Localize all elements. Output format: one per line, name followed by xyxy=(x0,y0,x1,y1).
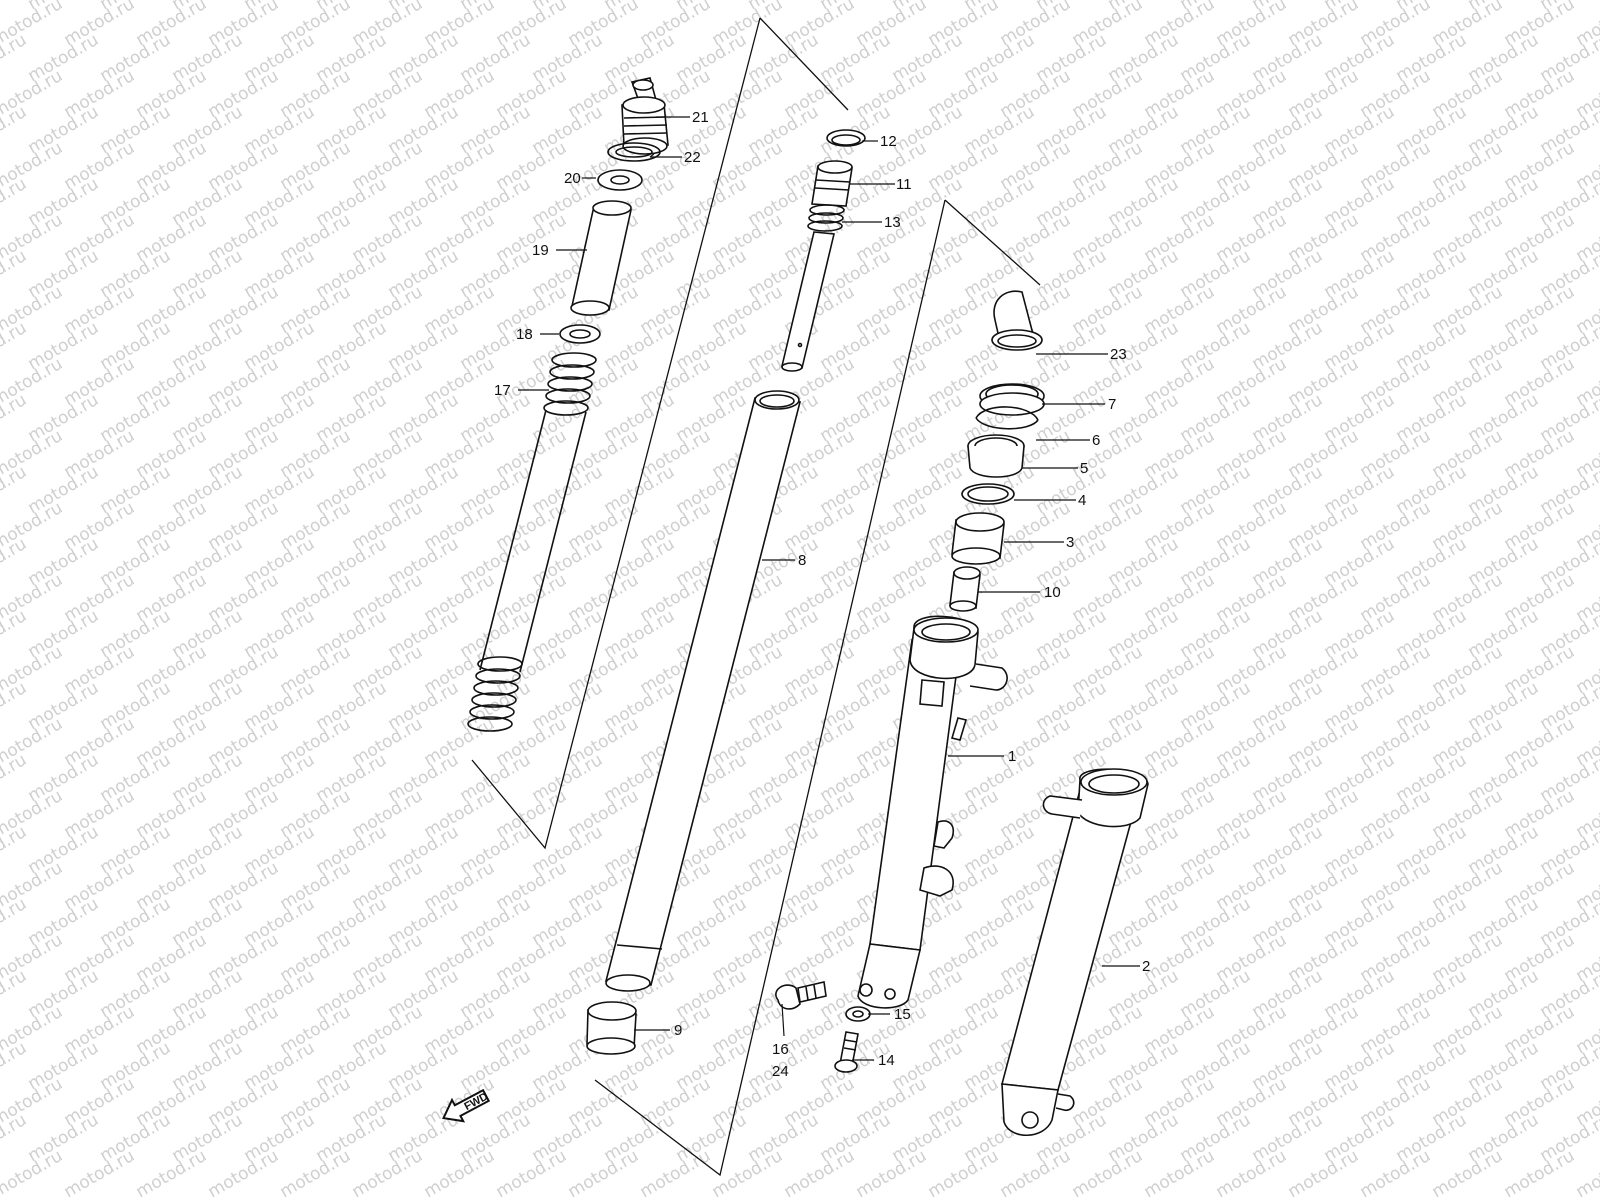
part-19-spacer xyxy=(571,201,631,315)
callout-7: 7 xyxy=(1108,396,1116,413)
part-23-dust-seal xyxy=(992,291,1042,350)
callout-10: 10 xyxy=(1044,584,1061,601)
watermark-text: motod.ru xyxy=(0,390,30,446)
callout-19: 19 xyxy=(532,242,549,259)
callout-17: 17 xyxy=(494,382,511,399)
callout-5: 5 xyxy=(1080,460,1088,477)
callout-18: 18 xyxy=(516,326,533,343)
part-1-outer-tube-right xyxy=(858,616,1007,1008)
watermark-text: motod.ru xyxy=(0,174,30,230)
part-18-washer xyxy=(560,325,600,343)
callout-2: 2 xyxy=(1142,958,1150,975)
part-damper-rod xyxy=(782,232,834,371)
callout-6: 6 xyxy=(1092,432,1100,449)
callout-1: 1 xyxy=(1008,748,1016,765)
callout-8: 8 xyxy=(798,552,806,569)
part-21-cap-bolt xyxy=(622,78,668,154)
part-3-guide-bushing xyxy=(952,513,1004,564)
callout-13: 13 xyxy=(884,214,901,231)
watermark-text: motod.ru xyxy=(0,894,30,950)
part-7-stopper-ring xyxy=(980,384,1044,415)
callout-labels: 21 22 20 19 18 17 12 11 13 8 9 23 7 6 5 … xyxy=(494,109,1150,1080)
watermark-text: motod.ru xyxy=(0,966,30,1022)
callout-16: 16 xyxy=(772,1041,789,1058)
watermark-text: motod.ru xyxy=(0,750,30,806)
watermark-text: motod.ru xyxy=(0,462,30,518)
part-10-oil-lock-piece xyxy=(950,567,980,611)
watermark-text: motod.ru xyxy=(0,606,30,662)
part-6-clip xyxy=(976,407,1038,429)
watermark-text: motod.ru xyxy=(1573,1146,1600,1200)
group-outline-right xyxy=(594,199,1041,1177)
watermark-text: motod.ru xyxy=(0,678,30,734)
watermark-text: motod.ru xyxy=(0,246,30,302)
part-9-bushing xyxy=(587,1002,636,1054)
callout-9: 9 xyxy=(674,1022,682,1039)
part-2-outer-tube-left xyxy=(1002,769,1148,1135)
callout-12: 12 xyxy=(880,133,897,150)
part-12-ring xyxy=(827,130,865,146)
callout-23: 23 xyxy=(1110,346,1127,363)
part-16-bolt xyxy=(776,982,826,1009)
watermark-text: motod.ru xyxy=(0,1038,30,1094)
watermark-text: motod.ru xyxy=(0,534,30,590)
watermark-text: motod.ru xyxy=(0,318,30,374)
callout-14: 14 xyxy=(878,1052,895,1069)
callout-11: 11 xyxy=(896,176,912,193)
part-8-inner-tube xyxy=(606,391,800,991)
part-5-oil-seal xyxy=(968,435,1024,477)
part-15-washer xyxy=(846,1007,870,1021)
callout-15: 15 xyxy=(894,1006,911,1023)
leader-lines xyxy=(518,116,1140,1061)
group-outline-left xyxy=(471,17,849,850)
part-17-fork-spring xyxy=(468,353,596,731)
callout-21: 21 xyxy=(692,109,709,126)
part-22-o-ring xyxy=(608,143,660,161)
watermark-text: motod.ru xyxy=(0,822,30,878)
callout-24: 24 xyxy=(772,1063,789,1080)
part-11-damper-rod-top xyxy=(812,161,852,206)
watermark-text: motod.ru xyxy=(0,30,30,86)
part-20-washer xyxy=(598,170,642,190)
watermark-text: motod.ru xyxy=(0,1110,30,1166)
callout-22: 22 xyxy=(684,149,701,166)
callout-3: 3 xyxy=(1066,534,1074,551)
watermark-text: motod.ru xyxy=(0,102,30,158)
callout-4: 4 xyxy=(1078,492,1086,509)
callout-20: 20 xyxy=(564,170,581,187)
part-14-drain-bolt xyxy=(835,1032,858,1072)
part-4-washer xyxy=(962,484,1014,504)
part-13-rebound-spring xyxy=(808,205,844,231)
